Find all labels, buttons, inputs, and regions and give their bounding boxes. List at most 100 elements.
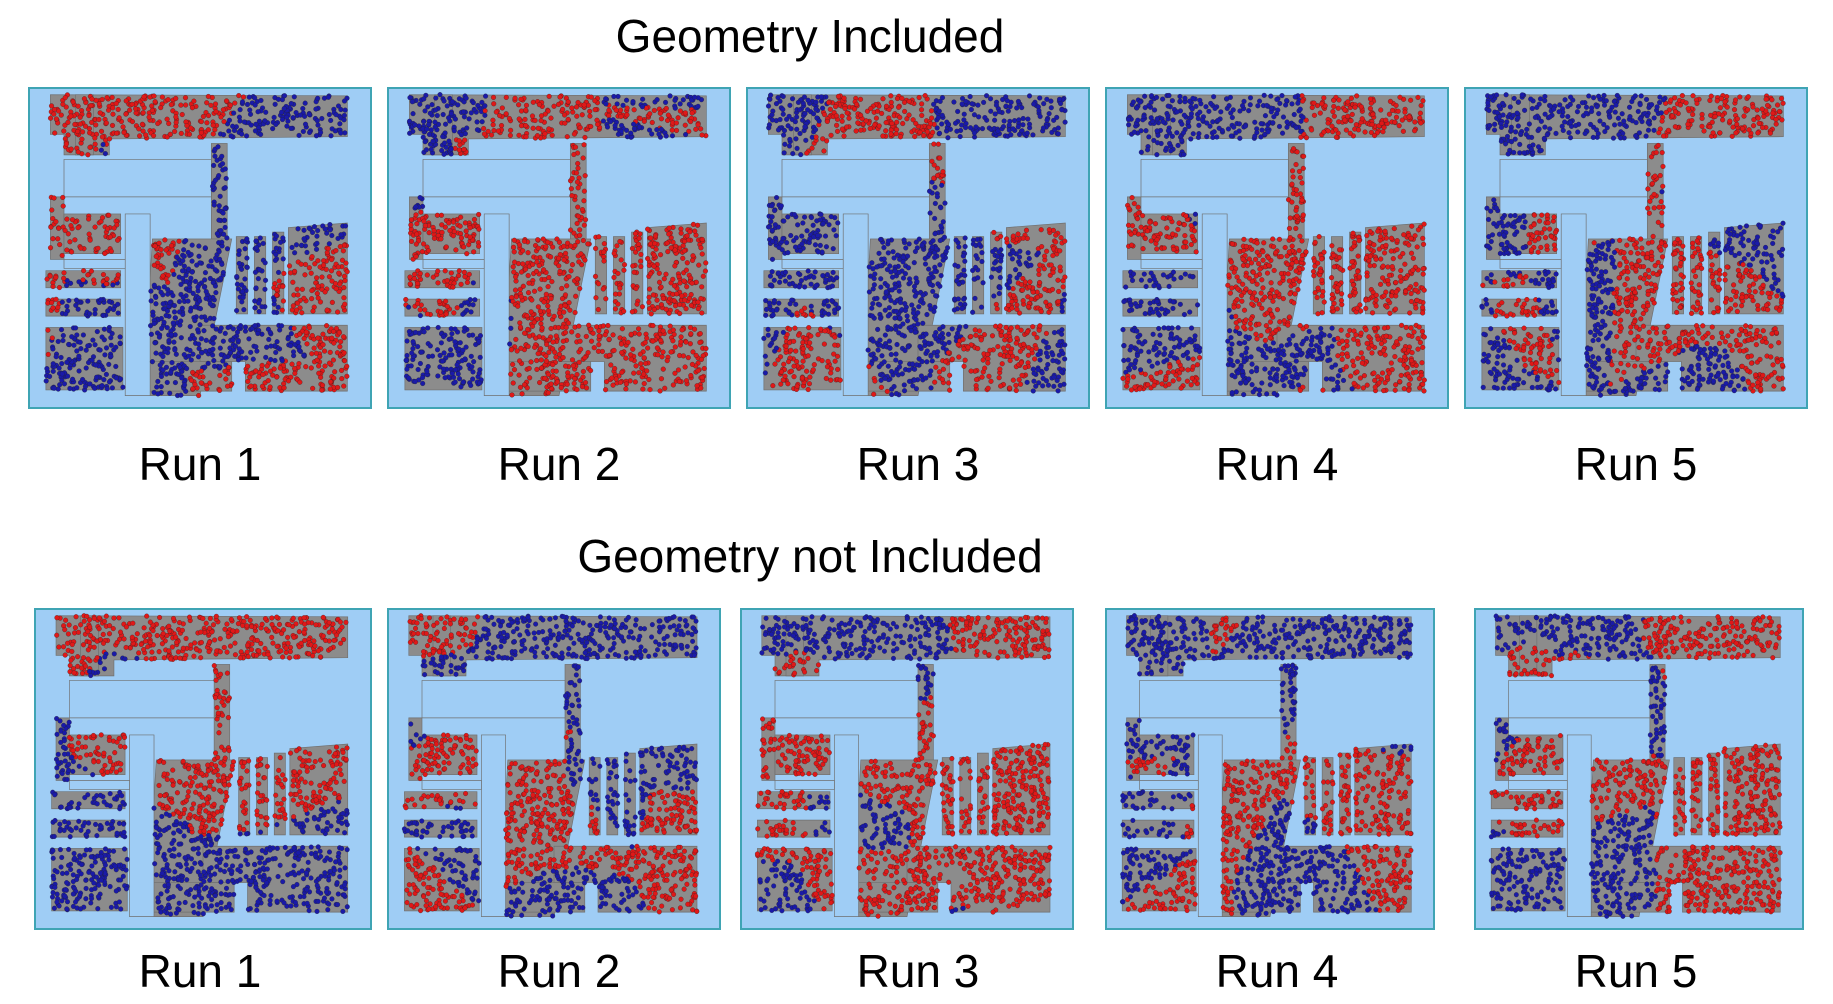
red-agent-dot bbox=[698, 356, 704, 362]
red-agent-dot bbox=[461, 244, 467, 250]
red-agent-dot bbox=[67, 239, 73, 245]
red-agent-dot bbox=[418, 209, 424, 215]
red-agent-dot bbox=[1022, 364, 1028, 371]
blue-agent-dot bbox=[1036, 108, 1042, 114]
blue-agent-dot bbox=[314, 233, 320, 239]
red-agent-dot bbox=[614, 243, 620, 249]
red-agent-dot bbox=[651, 263, 657, 269]
red-agent-dot bbox=[1400, 128, 1406, 134]
blue-agent-dot bbox=[799, 241, 805, 247]
blue-agent-dot bbox=[922, 339, 928, 345]
red-agent-dot bbox=[579, 112, 585, 118]
blue-agent-dot bbox=[876, 364, 882, 370]
blue-agent-dot bbox=[418, 349, 424, 355]
blue-agent-dot bbox=[917, 298, 923, 304]
red-agent-dot bbox=[45, 327, 51, 333]
red-agent-dot bbox=[109, 122, 116, 128]
blue-agent-dot bbox=[761, 335, 767, 341]
blue-agent-dot bbox=[172, 380, 178, 386]
blue-agent-dot bbox=[108, 342, 114, 348]
red-agent-dot bbox=[910, 117, 916, 123]
red-agent-dot bbox=[344, 269, 350, 275]
red-agent-dot bbox=[213, 101, 219, 107]
blue-agent-dot bbox=[163, 364, 169, 370]
red-agent-dot bbox=[569, 175, 575, 182]
red-agent-dot bbox=[309, 351, 315, 357]
red-agent-dot bbox=[115, 237, 121, 243]
red-agent-dot bbox=[166, 120, 172, 127]
red-agent-dot bbox=[671, 283, 678, 289]
blue-agent-dot bbox=[313, 246, 320, 252]
red-agent-dot bbox=[844, 110, 850, 116]
blue-agent-dot bbox=[179, 368, 185, 374]
blue-agent-dot bbox=[894, 342, 900, 348]
blue-agent-dot bbox=[302, 113, 308, 119]
red-agent-dot bbox=[467, 225, 473, 231]
red-agent-dot bbox=[979, 374, 985, 380]
blue-agent-dot bbox=[258, 97, 264, 103]
red-agent-dot bbox=[517, 358, 523, 364]
red-agent-dot bbox=[518, 294, 524, 300]
blue-agent-dot bbox=[318, 129, 324, 136]
blue-agent-dot bbox=[106, 379, 112, 385]
red-agent-dot bbox=[581, 222, 587, 228]
blue-agent-dot bbox=[219, 153, 225, 159]
blue-agent-dot bbox=[75, 306, 81, 312]
blue-agent-dot bbox=[771, 207, 778, 214]
blue-agent-dot bbox=[222, 185, 228, 191]
blue-agent-dot bbox=[919, 242, 925, 248]
blue-agent-dot bbox=[170, 320, 176, 326]
red-agent-dot bbox=[337, 281, 343, 287]
red-agent-dot bbox=[794, 310, 800, 316]
red-agent-dot bbox=[853, 128, 859, 134]
red-agent-dot bbox=[302, 261, 309, 267]
blue-agent-dot bbox=[442, 375, 448, 381]
red-agent-dot bbox=[606, 352, 612, 358]
blue-agent-dot bbox=[187, 347, 193, 353]
blue-agent-dot bbox=[284, 123, 290, 129]
red-agent-dot bbox=[75, 103, 81, 109]
blue-agent-dot bbox=[267, 329, 273, 336]
blue-agent-dot bbox=[176, 371, 182, 378]
red-agent-dot bbox=[339, 367, 345, 373]
red-agent-dot bbox=[85, 272, 91, 278]
blue-agent-dot bbox=[1050, 358, 1056, 364]
red-agent-dot bbox=[893, 131, 899, 137]
blue-agent-dot bbox=[253, 285, 259, 291]
red-agent-dot bbox=[637, 116, 643, 122]
red-agent-dot bbox=[520, 261, 526, 267]
blue-agent-dot bbox=[201, 328, 207, 334]
blue-agent-dot bbox=[78, 346, 84, 352]
red-agent-dot bbox=[618, 341, 624, 347]
blue-agent-dot bbox=[322, 226, 328, 232]
red-agent-dot bbox=[339, 257, 345, 263]
red-agent-dot bbox=[575, 99, 581, 106]
blue-agent-dot bbox=[1035, 367, 1041, 373]
red-agent-dot bbox=[324, 307, 330, 313]
blue-agent-dot bbox=[181, 253, 187, 259]
red-agent-dot bbox=[932, 379, 938, 385]
red-agent-dot bbox=[191, 98, 197, 104]
red-agent-dot bbox=[531, 319, 537, 325]
blue-agent-dot bbox=[802, 111, 808, 117]
blue-agent-dot bbox=[433, 107, 439, 113]
red-agent-dot bbox=[657, 388, 663, 394]
red-agent-dot bbox=[577, 125, 583, 131]
blue-agent-dot bbox=[1177, 301, 1183, 307]
red-agent-dot bbox=[828, 377, 834, 383]
blue-agent-dot bbox=[832, 307, 838, 313]
blue-agent-dot bbox=[776, 244, 782, 250]
red-agent-dot bbox=[832, 358, 838, 364]
red-agent-dot bbox=[1047, 302, 1053, 308]
blue-agent-dot bbox=[935, 115, 941, 121]
blue-agent-dot bbox=[817, 217, 823, 223]
red-agent-dot bbox=[1417, 339, 1423, 346]
red-agent-dot bbox=[426, 230, 432, 236]
red-agent-dot bbox=[533, 268, 539, 274]
red-agent-dot bbox=[315, 283, 321, 289]
blue-agent-dot bbox=[1193, 103, 1199, 109]
red-agent-dot bbox=[256, 374, 262, 380]
blue-agent-dot bbox=[244, 133, 250, 139]
red-agent-dot bbox=[1034, 335, 1040, 341]
red-agent-dot bbox=[295, 300, 301, 306]
